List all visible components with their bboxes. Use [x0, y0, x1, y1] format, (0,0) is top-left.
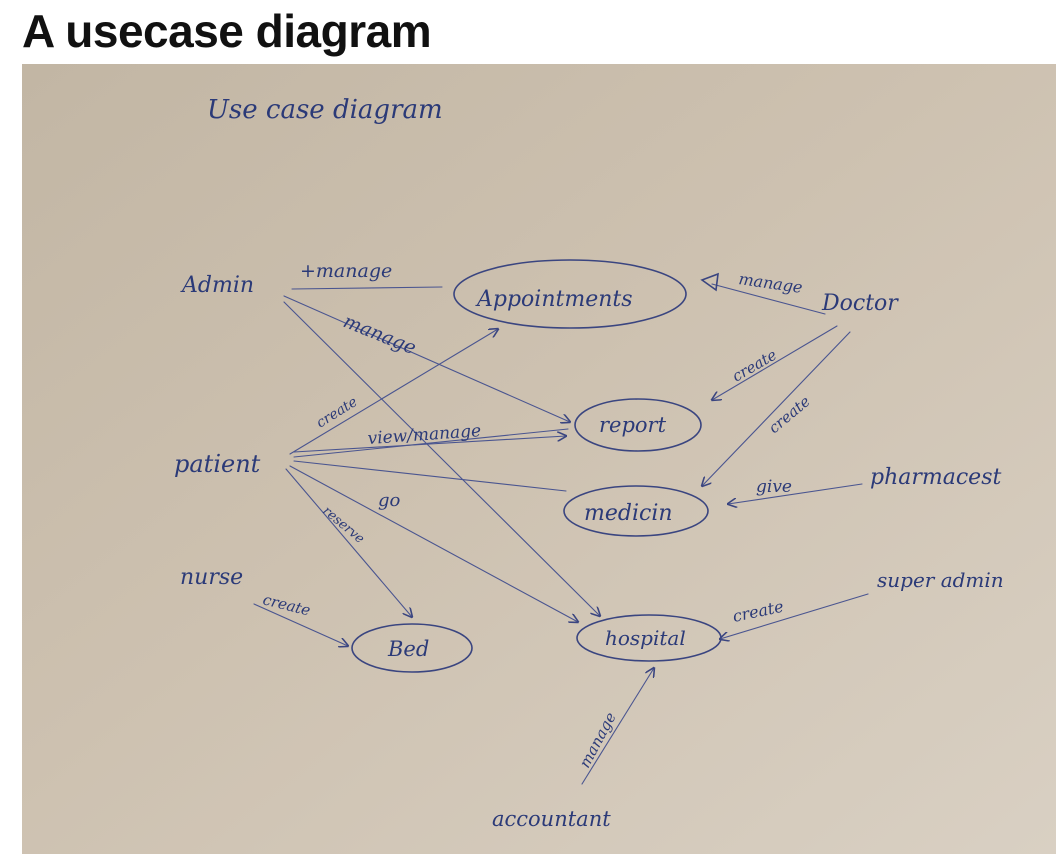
edge-patient-medicin: [293, 460, 567, 492]
edge-patient-hospital: [289, 465, 578, 622]
edge-accountant-hospital: [581, 668, 654, 785]
edge-patient-report-2: [293, 428, 569, 458]
label-pharmacist-give: give: [756, 477, 792, 497]
usecase-appointments: Appointments: [453, 259, 687, 329]
edge-admin-hospital: [283, 301, 600, 616]
usecase-report-label: report: [599, 413, 667, 437]
edge-admin-appointments: [291, 286, 443, 290]
actor-patient: patient: [174, 450, 261, 478]
edge-doctor-medicin: [702, 331, 851, 486]
usecase-medicin: medicin: [563, 485, 709, 537]
label-patient-go: go: [378, 490, 401, 511]
edge-patient-report: [293, 436, 566, 453]
usecase-hospital-label: hospital: [605, 626, 686, 650]
edge-nurse-bed: [253, 603, 348, 646]
diagram-photo: Use case diagram Appointments report med…: [22, 64, 1056, 854]
paper-background: [22, 64, 1056, 854]
generalization-triangle: [700, 272, 719, 292]
usecase-bed-label: Bed: [387, 637, 429, 661]
usecase-appointments-label: Appointments: [475, 287, 633, 312]
edge-doctor-report: [712, 325, 838, 400]
actor-admin: Admin: [180, 273, 254, 298]
label-admin-manage-1: +manage: [300, 260, 392, 282]
edge-pharmacist-medicin: [728, 483, 863, 504]
usecase-hospital: hospital: [576, 614, 722, 662]
actor-nurse: nurse: [180, 565, 243, 590]
actor-pharmacist: pharmacest: [870, 465, 1001, 490]
edge-patient-appointments: [289, 329, 498, 455]
actor-superadmin: super admin: [877, 568, 1004, 592]
actor-doctor: Doctor: [821, 291, 899, 316]
edge-doctor-appointments: [711, 283, 826, 315]
diagram-heading: Use case diagram: [207, 95, 443, 125]
usecase-diagram: Use case diagram Appointments report med…: [22, 64, 1056, 854]
usecase-medicin-label: medicin: [584, 501, 673, 526]
usecase-report: report: [574, 398, 702, 452]
page-title: A usecase diagram: [22, 5, 432, 57]
edges: [253, 272, 869, 785]
edge-patient-bed: [285, 468, 412, 617]
edge-admin-report: [283, 295, 570, 422]
actor-accountant: accountant: [492, 807, 611, 831]
usecase-bed: Bed: [351, 623, 473, 673]
edge-superadmin-hospital: [720, 593, 869, 639]
